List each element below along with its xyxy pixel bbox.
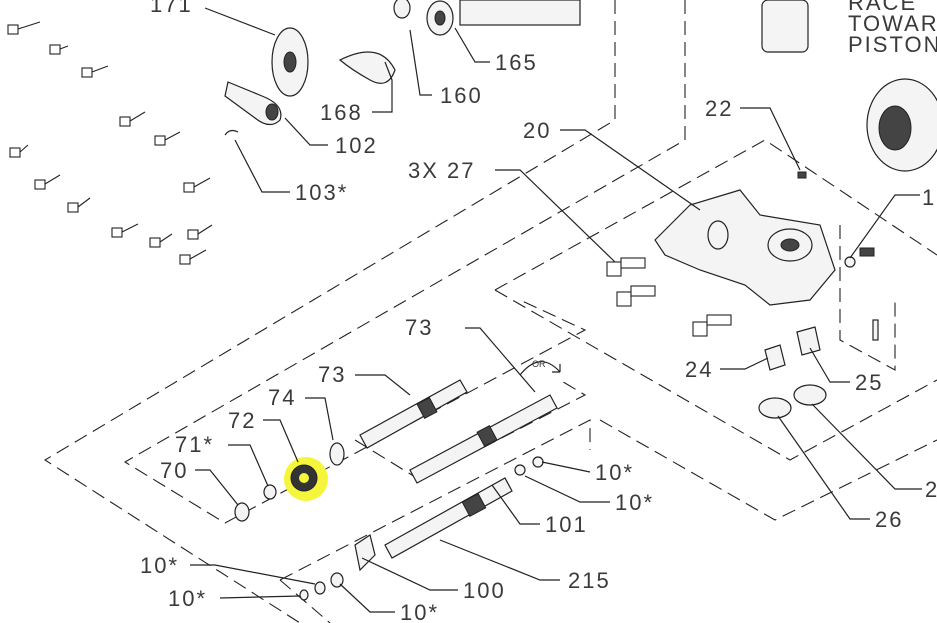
label-10-d: 10*	[168, 586, 207, 611]
rotation-icon-text: OR	[532, 359, 546, 369]
label-25: 25	[855, 370, 883, 395]
label-160: 160	[440, 83, 483, 108]
label-101: 101	[545, 512, 588, 537]
note-line-1: RACE	[848, 0, 917, 15]
label-10-e: 10*	[400, 600, 439, 623]
label-74: 74	[268, 385, 296, 410]
label-13: 13	[922, 185, 937, 210]
label-168: 168	[320, 100, 363, 125]
leader-lines	[190, 7, 922, 613]
bolts-group	[7, 21, 213, 265]
note-line-3: PISTON	[848, 32, 937, 57]
housing	[606, 189, 879, 419]
label-171: 171	[150, 0, 193, 17]
label-72: 72	[228, 408, 256, 433]
label-73-upper: 73	[405, 315, 433, 340]
rotation-or-icon: OR	[519, 359, 561, 376]
label-20: 20	[523, 118, 551, 143]
label-102: 102	[335, 133, 378, 158]
label-73-lower: 73	[318, 362, 346, 387]
label-24: 24	[685, 357, 713, 382]
upper-parts	[224, 0, 937, 179]
label-10-b: 10*	[615, 490, 654, 515]
note-line-2: TOWARD	[848, 11, 937, 36]
label-103: 103*	[295, 180, 348, 205]
label-10-a: 10*	[595, 460, 634, 485]
part-labels: 171 165 168 160 102 103* 22 20 3X 27 13 …	[140, 0, 937, 623]
highlighted-gear-72[interactable]	[284, 457, 328, 501]
label-165: 165	[495, 50, 538, 75]
label-3x-27: 3X 27	[408, 158, 476, 183]
label-70: 70	[160, 458, 188, 483]
shafts	[234, 379, 558, 601]
label-22: 22	[705, 96, 733, 121]
label-10-c: 10*	[140, 553, 179, 578]
label-100: 100	[463, 578, 506, 603]
race-toward-piston-note: RACE TOWARD PISTON	[848, 0, 937, 57]
label-26: 26	[875, 507, 903, 532]
assembly-boundaries	[43, 0, 937, 623]
label-215: 215	[568, 568, 611, 593]
label-2: 2	[925, 477, 937, 502]
label-71: 71*	[175, 432, 214, 457]
